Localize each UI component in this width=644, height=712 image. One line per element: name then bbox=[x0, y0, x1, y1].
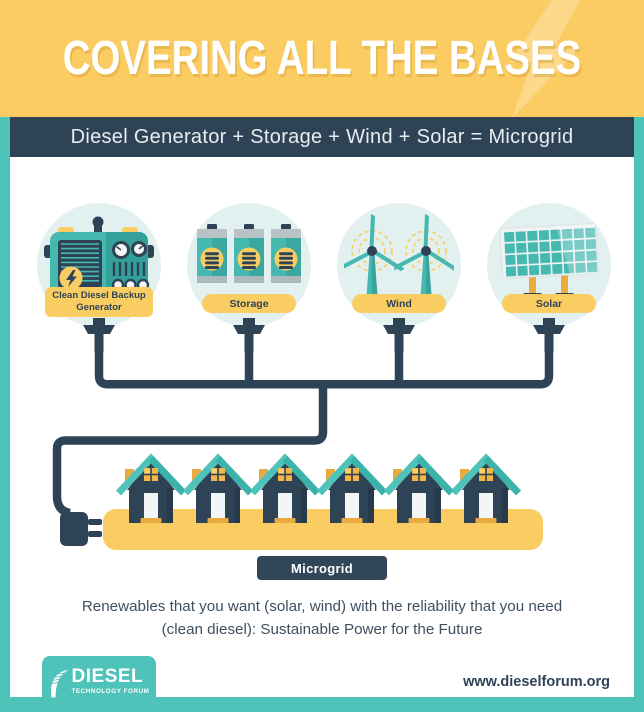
formula-band: Diesel Generator + Storage + Wind + Sola… bbox=[10, 117, 634, 157]
footer-bar bbox=[0, 697, 644, 712]
description-line-2: (clean diesel): Sustainable Power for th… bbox=[161, 620, 483, 638]
source-circle-solar: Solar bbox=[487, 203, 611, 327]
bus-wire bbox=[52, 346, 554, 518]
microgrid-label: Microgrid bbox=[257, 556, 387, 580]
plug-icon bbox=[60, 512, 102, 546]
formula-text: Diesel Generator + Storage + Wind + Sola… bbox=[70, 125, 574, 148]
website-url: www.dieselforum.org bbox=[463, 674, 610, 690]
wind-turbines-icon bbox=[344, 214, 454, 303]
source-label-pill: Wind bbox=[352, 294, 446, 313]
logo-text: DIESEL TECHNOLOGY FORUM bbox=[72, 667, 150, 695]
page-title: COVERING ALL THE BASES bbox=[62, 32, 582, 85]
source-label-pill: Solar bbox=[502, 294, 596, 313]
logo-swoosh-icon bbox=[50, 669, 68, 698]
source-label-pill: Clean Diesel Backup Generator bbox=[45, 287, 153, 317]
description-text: Renewables that you want (solar, wind) w… bbox=[42, 596, 602, 642]
connector-stubs bbox=[83, 318, 565, 352]
source-circle-wind: Wind bbox=[337, 203, 461, 327]
logo-subtitle: TECHNOLOGY FORUM bbox=[71, 688, 150, 695]
logo-title: DIESEL bbox=[71, 666, 144, 687]
diesel-forum-logo: DIESEL TECHNOLOGY FORUM bbox=[42, 656, 156, 712]
header-banner: COVERING ALL THE BASES bbox=[0, 0, 644, 117]
frame-border-left bbox=[0, 117, 10, 712]
diesel-generator-icon bbox=[44, 216, 154, 307]
source-circle-storage: Storage bbox=[187, 203, 311, 327]
frame-border-right bbox=[634, 117, 644, 712]
battery-bank-icon bbox=[197, 224, 301, 283]
microgrid-wiring-diagram bbox=[52, 318, 565, 550]
lightning-bolt-icon bbox=[510, 0, 580, 117]
description-line-1: Renewables that you want (solar, wind) w… bbox=[81, 598, 563, 615]
source-circle-diesel-generator: Clean Diesel Backup Generator bbox=[37, 203, 161, 327]
source-label-pill: Storage bbox=[202, 294, 296, 313]
